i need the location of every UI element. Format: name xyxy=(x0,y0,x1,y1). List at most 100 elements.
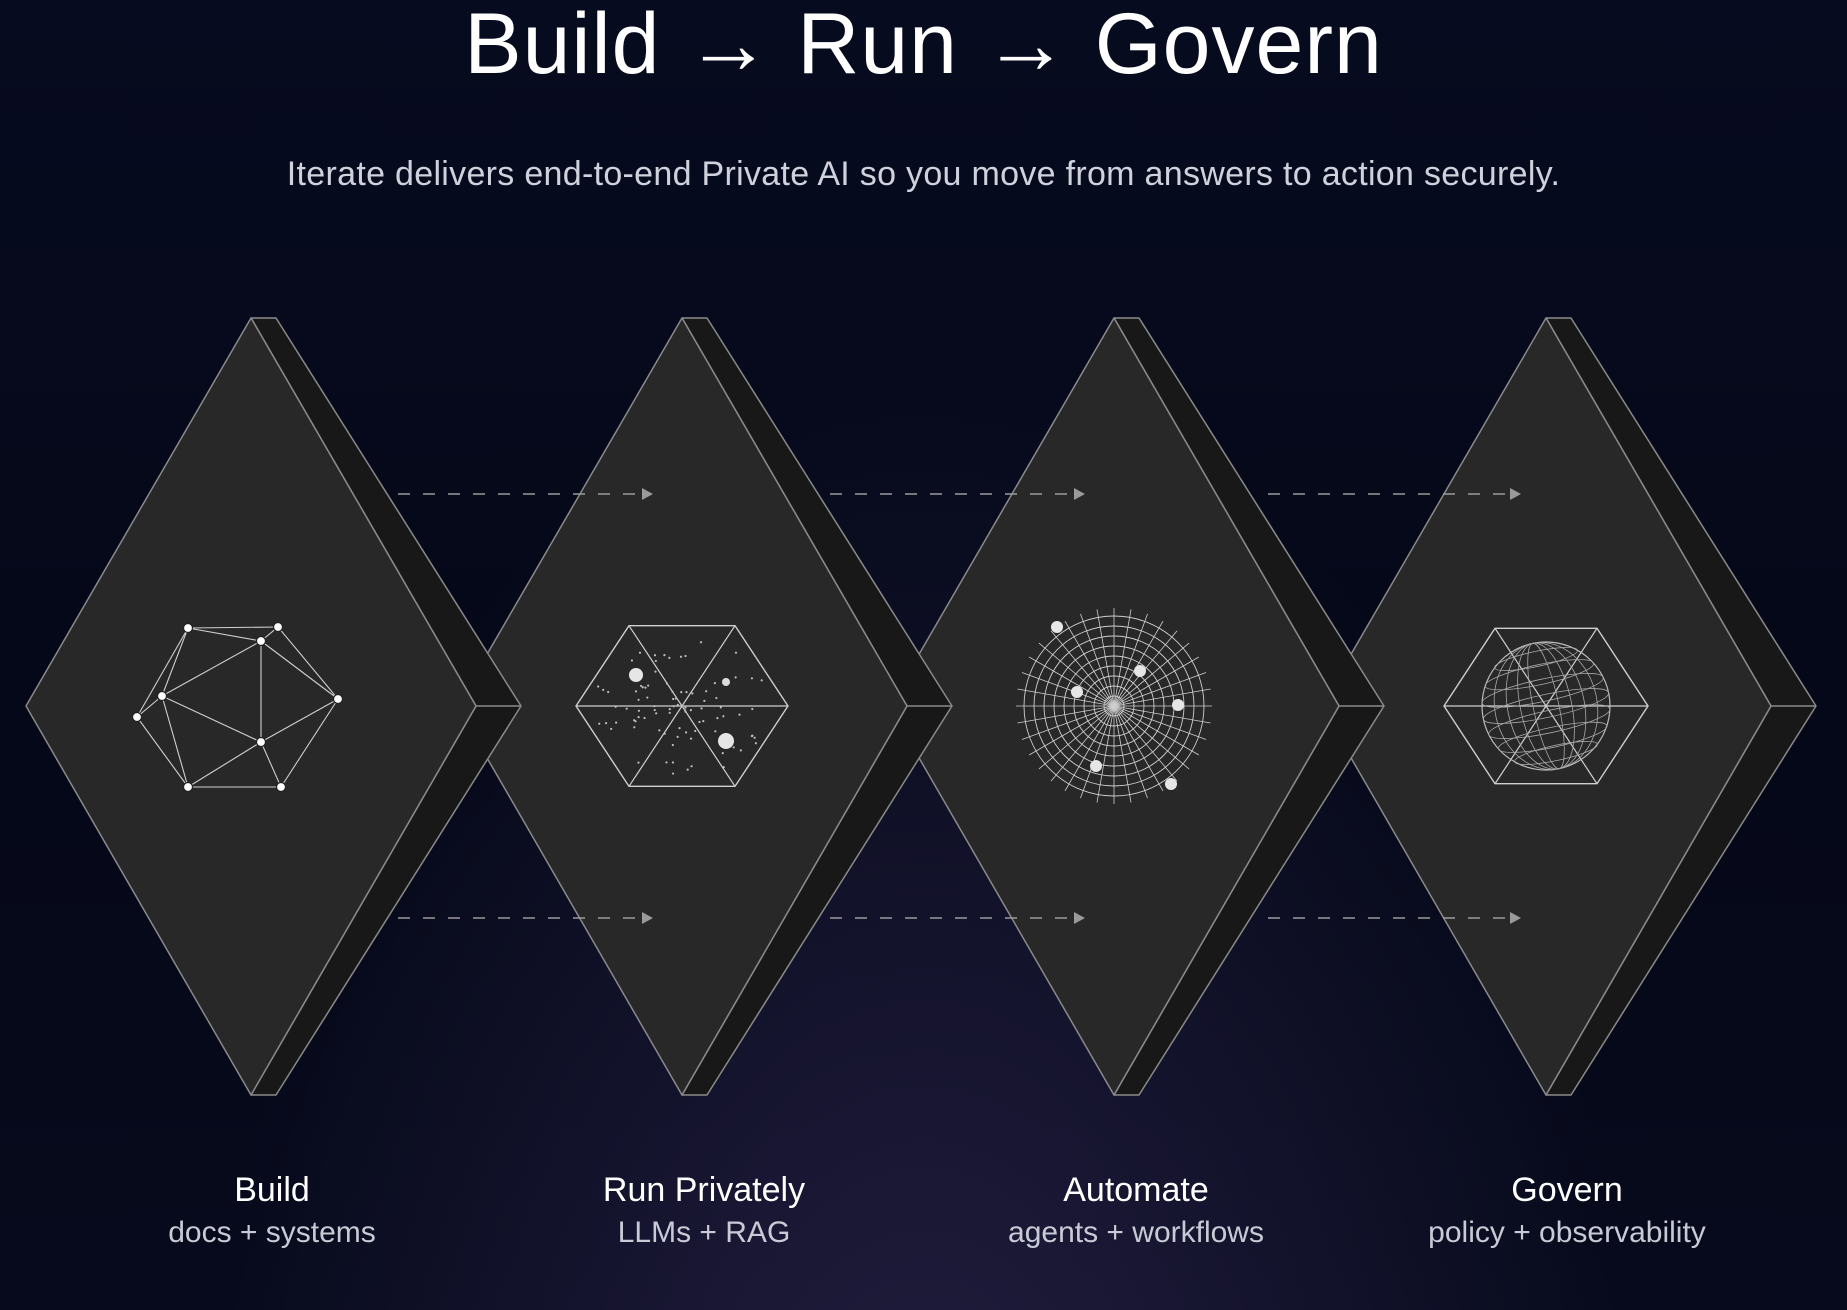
node-dot xyxy=(610,727,613,731)
stage-label-govern: Govern policy + observability xyxy=(1357,1168,1777,1254)
hexagon-globe-icon xyxy=(1443,627,1649,785)
node-dot xyxy=(722,765,725,769)
arrow-head-icon xyxy=(1074,488,1085,500)
icon-line xyxy=(1038,642,1115,707)
node-dot xyxy=(716,716,719,720)
icon-line xyxy=(260,698,339,743)
flow-arrow xyxy=(830,912,1085,924)
icon-line xyxy=(1113,620,1164,707)
icon-line xyxy=(136,716,189,788)
globe-outline xyxy=(1481,641,1611,771)
icon-line xyxy=(136,695,163,718)
arrow-head-icon xyxy=(642,912,653,924)
flow-arrow xyxy=(1268,488,1521,500)
stage-name: Build xyxy=(234,1171,310,1209)
node-dot xyxy=(272,621,284,633)
icon-line xyxy=(1113,672,1207,707)
stage-label-automate: Automate agents + workflows xyxy=(926,1168,1346,1254)
icon-line xyxy=(161,695,262,743)
node-dot xyxy=(1051,621,1063,633)
arrow-head-icon xyxy=(642,488,653,500)
node-dot xyxy=(678,727,681,730)
node-dot xyxy=(738,713,741,716)
icon-line xyxy=(161,640,262,697)
node-dot xyxy=(275,781,287,793)
icon-line xyxy=(1080,705,1115,799)
node-dot xyxy=(641,686,644,689)
node-dot xyxy=(597,685,600,688)
node-dot xyxy=(668,656,671,659)
node-dot xyxy=(672,697,675,701)
icon-line xyxy=(1038,705,1115,770)
node-dot xyxy=(156,690,168,702)
stage-description: agents + workflows xyxy=(1008,1216,1264,1249)
stage-panel-1 xyxy=(25,317,522,1096)
node-dot xyxy=(732,746,735,749)
node-dot xyxy=(653,705,656,708)
node-dot xyxy=(686,768,689,771)
node-dot xyxy=(679,655,683,658)
globe-parallel xyxy=(1514,741,1598,765)
node-dot xyxy=(671,761,675,764)
node-dot xyxy=(663,732,666,735)
hexagon-scatter-icon xyxy=(575,624,789,788)
node-dot xyxy=(630,659,634,662)
node-dot xyxy=(676,735,679,738)
globe-parallel xyxy=(1484,659,1595,691)
stage-name: Automate xyxy=(1063,1171,1209,1209)
arrow-head-icon xyxy=(1510,488,1521,500)
node-dot xyxy=(689,708,693,712)
node-dot xyxy=(634,720,637,723)
node-dot xyxy=(734,651,738,654)
icon-line xyxy=(1113,688,1211,707)
arrow-head-icon xyxy=(1510,912,1521,924)
flow-arrow xyxy=(1268,912,1521,924)
node-dot xyxy=(1165,778,1177,790)
icon-line xyxy=(681,705,736,787)
node-dot xyxy=(1134,665,1146,677)
arrow-head-icon xyxy=(1074,912,1085,924)
node-dot xyxy=(722,715,725,718)
node-dot xyxy=(658,729,661,732)
icon-line xyxy=(1017,705,1115,724)
node-dot xyxy=(760,679,763,682)
node-dot xyxy=(255,635,267,647)
node-dot xyxy=(671,690,674,693)
stage-panel-4 xyxy=(1320,317,1817,1096)
node-dot xyxy=(663,654,666,657)
globe-parallel xyxy=(1488,704,1611,739)
node-dot xyxy=(684,706,687,709)
node-dot xyxy=(332,693,344,705)
node-dot xyxy=(653,708,656,712)
flow-arrow xyxy=(398,488,653,500)
node-dot xyxy=(665,682,669,685)
icon-line xyxy=(1113,705,1148,799)
node-dot xyxy=(255,736,267,748)
node-dot xyxy=(615,721,618,724)
icon-line xyxy=(1021,705,1115,740)
node-dot xyxy=(739,749,742,752)
icon-line xyxy=(1080,613,1115,707)
icon-line xyxy=(1028,705,1115,756)
node-dot xyxy=(676,703,679,706)
node-dot xyxy=(182,622,194,634)
icon-line xyxy=(260,640,339,700)
icon-line xyxy=(136,627,189,718)
node-dot xyxy=(668,708,671,711)
node-dot xyxy=(722,678,730,686)
node-dot xyxy=(654,670,657,673)
stage-panel-3 xyxy=(888,317,1385,1096)
icon-line xyxy=(1113,705,1200,756)
stage-description: LLMs + RAG xyxy=(617,1216,791,1249)
node-dot xyxy=(700,707,703,710)
icon-line xyxy=(1113,609,1132,707)
node-dot xyxy=(643,716,646,720)
icon-line xyxy=(1113,705,1207,740)
icon-line xyxy=(187,626,279,629)
icon-line xyxy=(1096,609,1115,707)
icon-line xyxy=(1113,656,1200,707)
node-dot xyxy=(734,676,737,679)
stage-name: Govern xyxy=(1511,1171,1623,1209)
stage-panel-2 xyxy=(456,317,953,1096)
